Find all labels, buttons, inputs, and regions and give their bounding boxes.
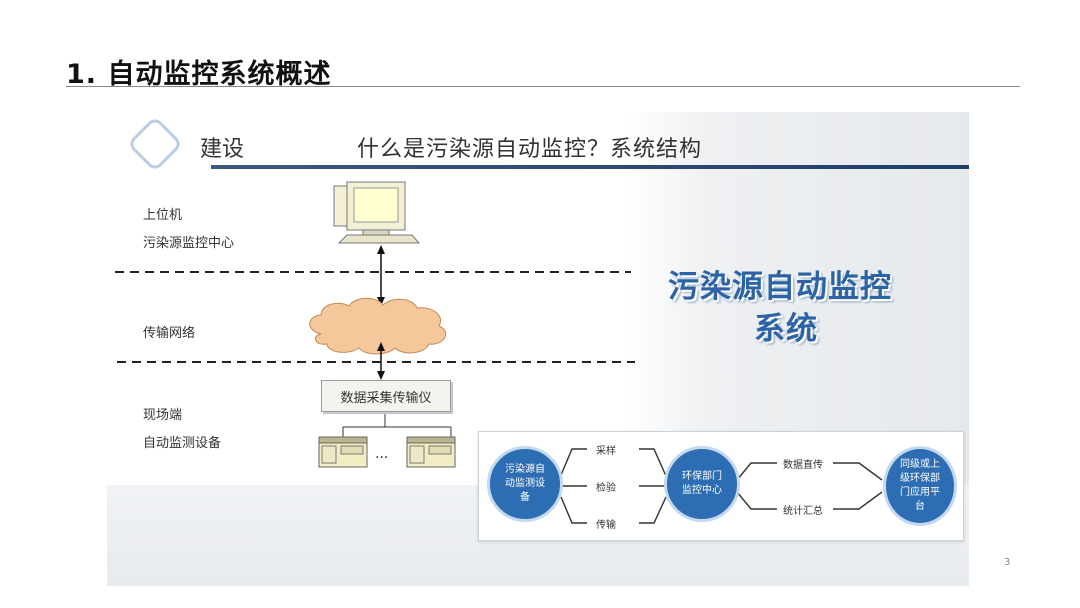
node-text: 同级或上 <box>900 459 940 470</box>
node-text: 监控中心 <box>682 485 722 496</box>
field-end-label: 现场端 <box>143 408 183 423</box>
branch-testing-label: 检验 <box>596 483 616 494</box>
flow-node-monitoring-device: 污染源自 动监测设 备 <box>487 446 563 522</box>
data-acquisition-box: 数据采集传输仪 <box>321 380 451 412</box>
heading-rule <box>211 165 969 169</box>
slide-title: 1. 自动监控系统概述 <box>66 59 332 90</box>
computer-icon <box>333 181 421 244</box>
node-text: 台 <box>915 501 925 512</box>
branch-sampling-label: 采样 <box>596 446 616 457</box>
branch-statistics-label: 统计汇总 <box>783 506 823 517</box>
node-text: 级环保部 <box>900 473 940 484</box>
arrow-network-device <box>377 342 385 380</box>
node-text: 动监测设 <box>505 478 545 489</box>
flow-node-application-platform: 同级或上 级环保部 门应用平 台 <box>883 446 957 526</box>
node-text: 环保部门 <box>682 471 722 482</box>
node-text: 备 <box>520 492 530 503</box>
big-title-line1: 污染源自动监控 <box>668 269 892 305</box>
big-title-line2: 系统 <box>754 311 818 347</box>
node-text: 门应用平 <box>900 487 940 498</box>
network-cloud-icon <box>309 297 447 355</box>
device-tree-lines <box>342 411 452 437</box>
flow-connectors <box>560 448 883 524</box>
monitor-instrument-icon <box>318 436 368 468</box>
host-label: 上位机 <box>143 208 183 223</box>
structure-diagram <box>115 181 635 468</box>
node-text: 污染源自 <box>505 464 545 475</box>
ellipsis-text: ... <box>375 446 389 462</box>
panel-heading: 什么是污染源自动监控？系统结构 <box>357 137 703 162</box>
field-device-label: 自动监测设备 <box>143 436 222 451</box>
structure-panel: 建设 什么是污染源自动监控？系统结构 上位机 污染源监控中心 传输网络 现场端 … <box>107 112 969 586</box>
title-divider <box>66 86 1020 87</box>
branch-direct-data-label: 数据直传 <box>783 460 823 471</box>
flow-card: 污染源自 动监测设 备 环保部门 监控中心 同级或上 级环保部 门应用平 台 采… <box>478 431 964 541</box>
branch-transmission-label: 传输 <box>596 520 616 531</box>
arrow-host-network <box>377 245 385 306</box>
network-label: 传输网络 <box>143 326 196 341</box>
monitor-center-label: 污染源监控中心 <box>143 236 235 251</box>
panel-label: 建设 <box>200 137 245 162</box>
flow-node-monitoring-center: 环保部门 监控中心 <box>664 446 740 522</box>
page-number: 3 <box>1004 557 1011 568</box>
monitor-instrument-icon <box>406 436 456 468</box>
